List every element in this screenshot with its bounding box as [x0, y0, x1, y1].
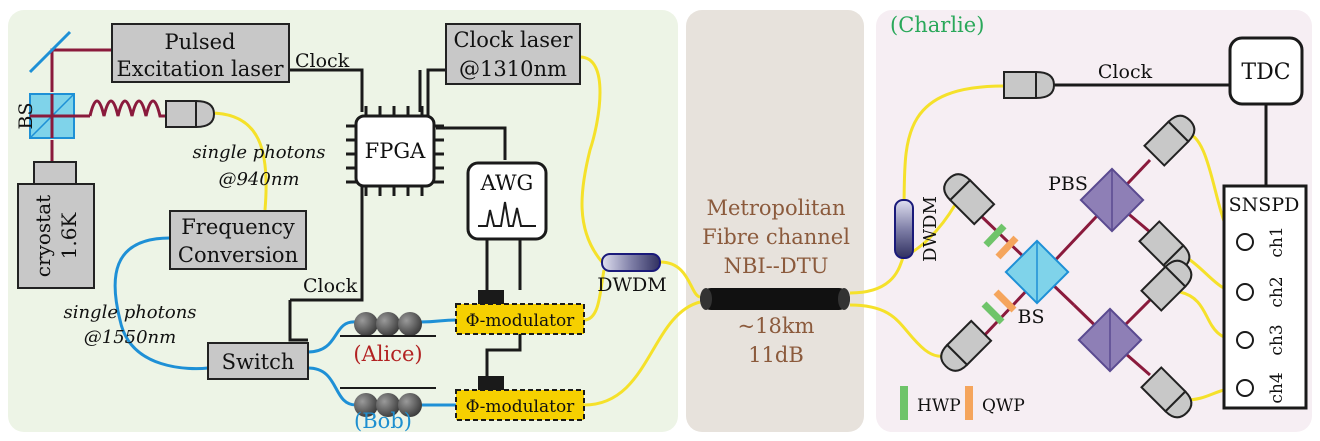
- switch-box: Switch: [207, 342, 309, 380]
- qwp-label: QWP: [982, 396, 1025, 416]
- collimator-bs-top: [943, 173, 996, 226]
- awg-box: AWG: [466, 161, 548, 241]
- snspd-channel-1: ch1: [1236, 226, 1287, 258]
- snspd-box: SNSPD ch1 ch2 ch3 ch4: [1222, 184, 1308, 410]
- waveplates-top: [983, 223, 1019, 260]
- fibre-paddles-bob: [354, 393, 422, 417]
- collimator-pbs-4: [1140, 366, 1193, 419]
- loss-label: 11dB: [748, 343, 804, 367]
- fpga-chip: FPGA: [346, 106, 444, 196]
- collimator-pbs-1: [1143, 114, 1196, 167]
- alice-label: (Alice): [353, 342, 422, 366]
- channel-label-3: NBI--DTU: [724, 254, 829, 278]
- snspd-channel-3: ch3: [1236, 324, 1287, 356]
- pbs-label: PBS: [1048, 173, 1088, 195]
- fibre-spool: [700, 288, 850, 310]
- cryostat-label-2: 1.6K: [57, 212, 81, 260]
- waveplate-legend: HWP QWP: [900, 386, 1025, 420]
- black-cables-right: [1052, 83, 1268, 186]
- switch-label: Switch: [222, 350, 295, 374]
- modulator-label-bob: Φ-modulator: [466, 397, 576, 417]
- dwdm-right: DWDM: [894, 196, 941, 262]
- qwp-swatch: [965, 386, 973, 420]
- collimator-bs-bottom: [940, 319, 993, 372]
- clock-laser-label-2: @1310nm: [459, 57, 567, 81]
- pbs-bottom: [1077, 307, 1143, 373]
- beam-splitter-right: [1004, 239, 1070, 305]
- bs-label-left: BS: [15, 103, 37, 130]
- snspd-label: SNSPD: [1229, 194, 1300, 216]
- ch3-label: ch3: [1267, 324, 1287, 355]
- ch1-label: ch1: [1267, 226, 1287, 257]
- awg-label: AWG: [480, 171, 534, 195]
- frequency-conversion-label-2: Conversion: [178, 243, 298, 267]
- ch2-label: ch2: [1267, 276, 1287, 307]
- single-photons-1550-1: single photons: [63, 302, 196, 323]
- phase-modulator-bob: Φ-modulator: [455, 376, 585, 421]
- bs-label-right: BS: [1018, 306, 1045, 328]
- ch4-label: ch4: [1267, 372, 1287, 403]
- channel-panel: [686, 10, 864, 432]
- clock-label-right: Clock: [1098, 61, 1153, 83]
- pulsed-laser-label-1: Pulsed: [164, 30, 235, 54]
- dwdm-label-left: DWDM: [597, 274, 666, 296]
- phase-modulator-alice: Φ-modulator: [455, 290, 585, 335]
- single-photons-940-2: @940nm: [218, 169, 299, 190]
- distance-label: ~18km: [738, 314, 815, 338]
- pulsed-laser-label-2: Excitation laser: [116, 57, 284, 81]
- cryostat-box: cryostat 1.6K: [17, 161, 95, 289]
- cryostat-label-1: cryostat: [31, 195, 55, 277]
- channel-label-1: Metropolitan: [706, 196, 845, 220]
- clock-collimator-right: [1003, 70, 1056, 100]
- clock-label-bottom: Clock: [303, 275, 358, 297]
- waveplates-bottom: [981, 289, 1017, 325]
- tdc-box: TDC: [1228, 36, 1304, 106]
- hwp-swatch: [900, 386, 908, 420]
- channel-label-2: Fibre channel: [702, 225, 850, 249]
- hwp-label: HWP: [917, 396, 961, 416]
- frequency-conversion-box: Frequency Conversion: [169, 210, 307, 270]
- blue-fibres: [113, 236, 457, 407]
- modulator-label-alice: Φ-modulator: [466, 311, 576, 331]
- pulsed-laser-box: Pulsed Excitation laser: [111, 23, 290, 83]
- collimator-pbs-3: [1140, 259, 1193, 312]
- fpga-label: FPGA: [365, 139, 426, 163]
- tdc-label: TDC: [1241, 60, 1290, 85]
- fibre-paddles-alice: [354, 312, 422, 336]
- clock-laser-label-1: Clock laser: [453, 28, 573, 52]
- clock-label-top: Clock: [295, 50, 350, 72]
- dwdm-left: DWDM: [597, 253, 667, 296]
- clock-laser-box: Clock laser @1310nm: [445, 23, 581, 85]
- yellow-fibres-left: [209, 55, 701, 407]
- single-photons-940-1: single photons: [192, 142, 325, 163]
- beam-splitter-left: [29, 93, 78, 139]
- snspd-channel-4: ch4: [1236, 372, 1287, 404]
- dwdm-label-right: DWDM: [920, 196, 941, 262]
- frequency-conversion-label-1: Frequency: [181, 215, 295, 239]
- snspd-channel-2: ch2: [1236, 276, 1287, 308]
- collimator-left: [165, 99, 216, 129]
- charlie-label: (Charlie): [890, 13, 984, 37]
- bob-label: (Bob): [354, 409, 412, 433]
- mirror: [28, 30, 72, 74]
- single-photons-1550-2: @1550nm: [84, 327, 176, 348]
- black-cables: [288, 68, 522, 380]
- pbs-top: [1079, 167, 1145, 233]
